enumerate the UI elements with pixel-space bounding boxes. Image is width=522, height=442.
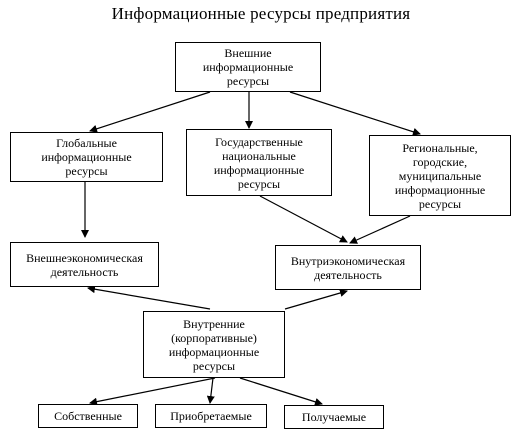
arrow-external-to-global — [89, 91, 211, 133]
node-external-resources: Внешние информационные ресурсы — [175, 42, 321, 92]
node-foreign-econ-label: Внешнеэкономическая деятельность — [26, 250, 143, 279]
node-global-label: Глобальные информационные ресурсы — [41, 136, 132, 178]
diagram-title: Информационные ресурсы предприятия — [111, 4, 411, 23]
arrow-internal-to-foreign — [87, 285, 211, 310]
arrow-external-to-regional — [289, 91, 421, 136]
node-internal-label: Внутренние (корпоративные) информационны… — [168, 316, 260, 373]
node-domestic-econ-label: Внутриэкономическая деятельность — [290, 253, 406, 282]
arrow-internal-to-acquired — [206, 377, 215, 404]
arrow-internal-to-domestic — [284, 289, 348, 310]
node-domestic-economic-activity: Внутриэкономическая деятельность — [275, 245, 421, 290]
node-global-resources: Глобальные информационные ресурсы — [10, 132, 163, 182]
arrow-regional-to-domestic — [349, 215, 411, 244]
arrow-internal-to-own — [89, 377, 216, 406]
arrow-state-to-domestic — [259, 195, 348, 243]
node-foreign-economic-activity: Внешнеэкономическая деятельность — [10, 242, 159, 287]
node-state-label: Государственные национальные информацион… — [213, 134, 305, 191]
node-regional-resources: Региональные, городские, муниципальные и… — [369, 135, 511, 216]
node-received-label: Получаемые — [301, 410, 367, 424]
node-own-resources: Собственные — [38, 404, 138, 428]
node-acquired-resources: Приобретаемые — [155, 404, 267, 428]
node-own-label: Собственные — [54, 409, 122, 423]
node-received-resources: Получаемые — [284, 405, 384, 429]
node-acquired-label: Приобретаемые — [170, 409, 252, 423]
node-external-label: Внешние информационные ресурсы — [202, 46, 294, 88]
node-regional-label: Региональные, городские, муниципальные и… — [394, 140, 486, 211]
arrow-internal-to-received — [239, 377, 323, 406]
node-state-resources: Государственные национальные информацион… — [186, 129, 332, 196]
node-internal-resources: Внутренние (корпоративные) информационны… — [143, 311, 285, 378]
